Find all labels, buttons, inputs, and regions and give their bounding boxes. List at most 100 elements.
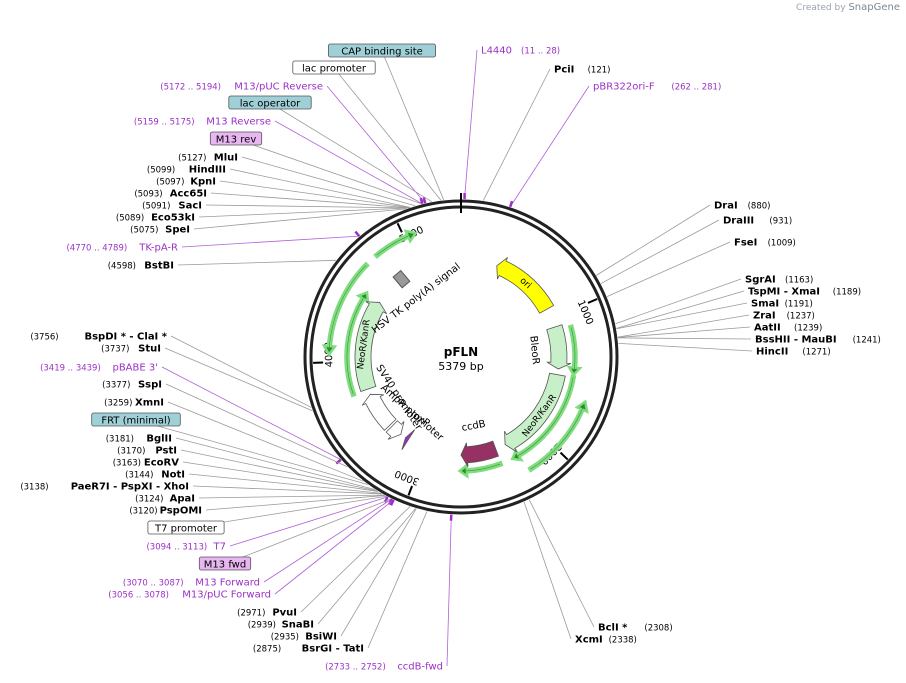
leader-bsiwi bbox=[340, 508, 417, 637]
site-pbr322ori-f: pBR322ori-F(262 .. 281) bbox=[593, 82, 721, 93]
tick-mark-5000 bbox=[396, 222, 403, 233]
leader-m13-puc-reverse bbox=[326, 85, 426, 204]
orf-arrow-4 bbox=[457, 460, 504, 479]
label-pos-m13-reverse: (5159 .. 5175) bbox=[134, 118, 195, 128]
site-pcii: PciI(121) bbox=[554, 65, 610, 76]
label-name-tspmi-xmai: TspMI - XmaI bbox=[748, 287, 820, 298]
leader-m13-forward bbox=[263, 498, 392, 583]
leader-tk-pa-r bbox=[181, 235, 360, 248]
site-t7-promoter: T7 promoter bbox=[147, 520, 225, 535]
leader-bcli bbox=[528, 499, 595, 628]
primer-site-pbr322ori-f bbox=[508, 200, 514, 208]
label-name-kpni: KpnI bbox=[190, 177, 216, 188]
leader-m13-reverse bbox=[274, 120, 423, 205]
label-name-smai: SmaI bbox=[751, 299, 779, 310]
feature-ccdb-4 bbox=[460, 440, 500, 467]
leader-pspomi bbox=[205, 495, 385, 511]
feature-name-t7-promoter: T7 promoter bbox=[154, 524, 218, 535]
leader-ecorv bbox=[182, 461, 379, 492]
label-pos-drai: (880) bbox=[748, 202, 771, 212]
orf-tracks bbox=[321, 229, 589, 479]
leader-noti bbox=[188, 473, 382, 494]
label-pos-sspi: (3377) bbox=[102, 381, 130, 391]
label-name-m13-forward: M13 Forward bbox=[195, 578, 260, 589]
site-zrai: ZraI(1237) bbox=[753, 311, 815, 322]
label-pos-paer7i-pspxi-xhoi: (3138) bbox=[20, 483, 48, 493]
site-m13-rev: M13 rev bbox=[209, 131, 263, 146]
label-pos-bsiwi: (2935) bbox=[271, 633, 299, 643]
label-pos-apai: (3124) bbox=[135, 495, 163, 505]
label-name-saci: SacI bbox=[178, 201, 202, 212]
feature-box-t7-promoter bbox=[147, 520, 225, 535]
leader-l4440 bbox=[464, 49, 478, 200]
label-pos-bsshii-maubi: (1241) bbox=[853, 336, 881, 346]
feature-name-m13-fwd: M13 fwd bbox=[204, 560, 246, 571]
leader-psti bbox=[180, 449, 377, 492]
leader-apai bbox=[198, 494, 385, 499]
leader-pvui bbox=[300, 506, 411, 613]
label-pos-pbabe-3: (3419 .. 3439) bbox=[40, 364, 101, 374]
label-name-paer7i-pspxi-xhoi: PaeR7I - PspXI - XhoI bbox=[71, 482, 189, 493]
site-pbabe-3: pBABE 3'(3419 .. 3439) bbox=[40, 363, 158, 374]
label-name-hincii: HincII bbox=[756, 347, 788, 358]
leader-hincii bbox=[618, 343, 753, 352]
label-pos-spei: (5075) bbox=[130, 226, 158, 236]
label-pos-bglii: (3181) bbox=[106, 435, 134, 445]
label-name-spei: SpeI bbox=[165, 225, 190, 236]
label-name-t7: T7 bbox=[213, 542, 226, 553]
label-pos-bsrgi-tati: (2875) bbox=[253, 645, 281, 655]
feature-name-frt-minimal: FRT (minimal) bbox=[101, 416, 170, 427]
site-hincii: HincII(1271) bbox=[756, 347, 831, 358]
site-m13-puc-reverse: M13/pUC Reverse(5172 .. 5194) bbox=[160, 82, 323, 93]
feature-loxp-5 bbox=[401, 429, 416, 450]
leader-spei bbox=[193, 208, 407, 230]
site-m13-reverse: M13 Reverse(5159 .. 5175) bbox=[134, 117, 271, 128]
label-name-noti: NotI bbox=[161, 470, 185, 481]
orf-arrow-2 bbox=[510, 374, 577, 462]
label-name-bsiwi: BsiWI bbox=[305, 632, 337, 643]
label-name-draiii: DraIII bbox=[723, 216, 754, 227]
label-pos-l4440: (11 .. 28) bbox=[521, 47, 560, 57]
site-m13-forward: M13 Forward (3070 .. 3087) bbox=[123, 578, 260, 589]
site-mlui: MluI(5127) bbox=[178, 153, 238, 164]
leader-pcii bbox=[482, 68, 551, 201]
leader-drai bbox=[596, 204, 711, 276]
leader-sspi bbox=[165, 383, 348, 468]
site-paer7i-pspxi-xhoi: PaeR7I - PspXI - XhoI (3138) bbox=[20, 482, 189, 493]
leader-bsrgi-tati bbox=[367, 511, 428, 649]
snapgene-brand: SnapGene bbox=[848, 2, 900, 13]
tick-label-1000: 1000 bbox=[575, 299, 595, 327]
plasmid-length: 5379 bp bbox=[438, 360, 483, 373]
site-m13-fwd: M13 fwd bbox=[198, 556, 252, 571]
label-pos-sgrai: (1163) bbox=[785, 276, 813, 286]
orf-arrow-7 bbox=[373, 229, 418, 259]
label-pos-pvui: (2971) bbox=[237, 609, 265, 619]
site-bcli: BclI *(2308) bbox=[598, 623, 673, 634]
credit-prefix: Created by bbox=[796, 3, 846, 13]
label-name-bsshii-maubi: BssHII - MauBI bbox=[755, 335, 837, 346]
label-pos-m13-forward: (3070 .. 3087) bbox=[123, 579, 184, 589]
leader-aatii bbox=[617, 326, 751, 338]
leader-cap-binding-site bbox=[381, 50, 445, 201]
feature-ampr-promoter-6 bbox=[385, 420, 405, 440]
site-bsshii-maubi: BssHII - MauBI (1241) bbox=[755, 335, 881, 346]
site-saci: SacI(5091) bbox=[142, 201, 202, 212]
label-pos-stui: (3737) bbox=[101, 345, 129, 355]
label-pos-bspdi-clai: (3756) bbox=[30, 333, 58, 343]
feature-box-lac-promoter bbox=[292, 60, 376, 75]
tick-mark-2000 bbox=[559, 451, 569, 461]
label-name-acc65i: Acc65I bbox=[170, 189, 207, 200]
leader-smai bbox=[616, 302, 748, 330]
feature-box-frt-minimal bbox=[91, 412, 181, 427]
label-pos-fsei: (1009) bbox=[768, 239, 796, 249]
label-name-m13-puc-reverse: M13/pUC Reverse bbox=[234, 82, 323, 93]
label-name-bglii: BglII bbox=[146, 434, 172, 445]
label-name-pvui: PvuI bbox=[272, 608, 297, 619]
feature-name-m13-rev: M13 rev bbox=[216, 135, 257, 146]
feature-neor-kanr-8 bbox=[354, 301, 387, 393]
label-pos-ecorv: (3163) bbox=[113, 459, 141, 469]
site-fsei: FseI(1009) bbox=[734, 238, 796, 249]
label-name-hindiii: HindIII bbox=[189, 165, 226, 176]
leader-draiii bbox=[600, 219, 720, 284]
